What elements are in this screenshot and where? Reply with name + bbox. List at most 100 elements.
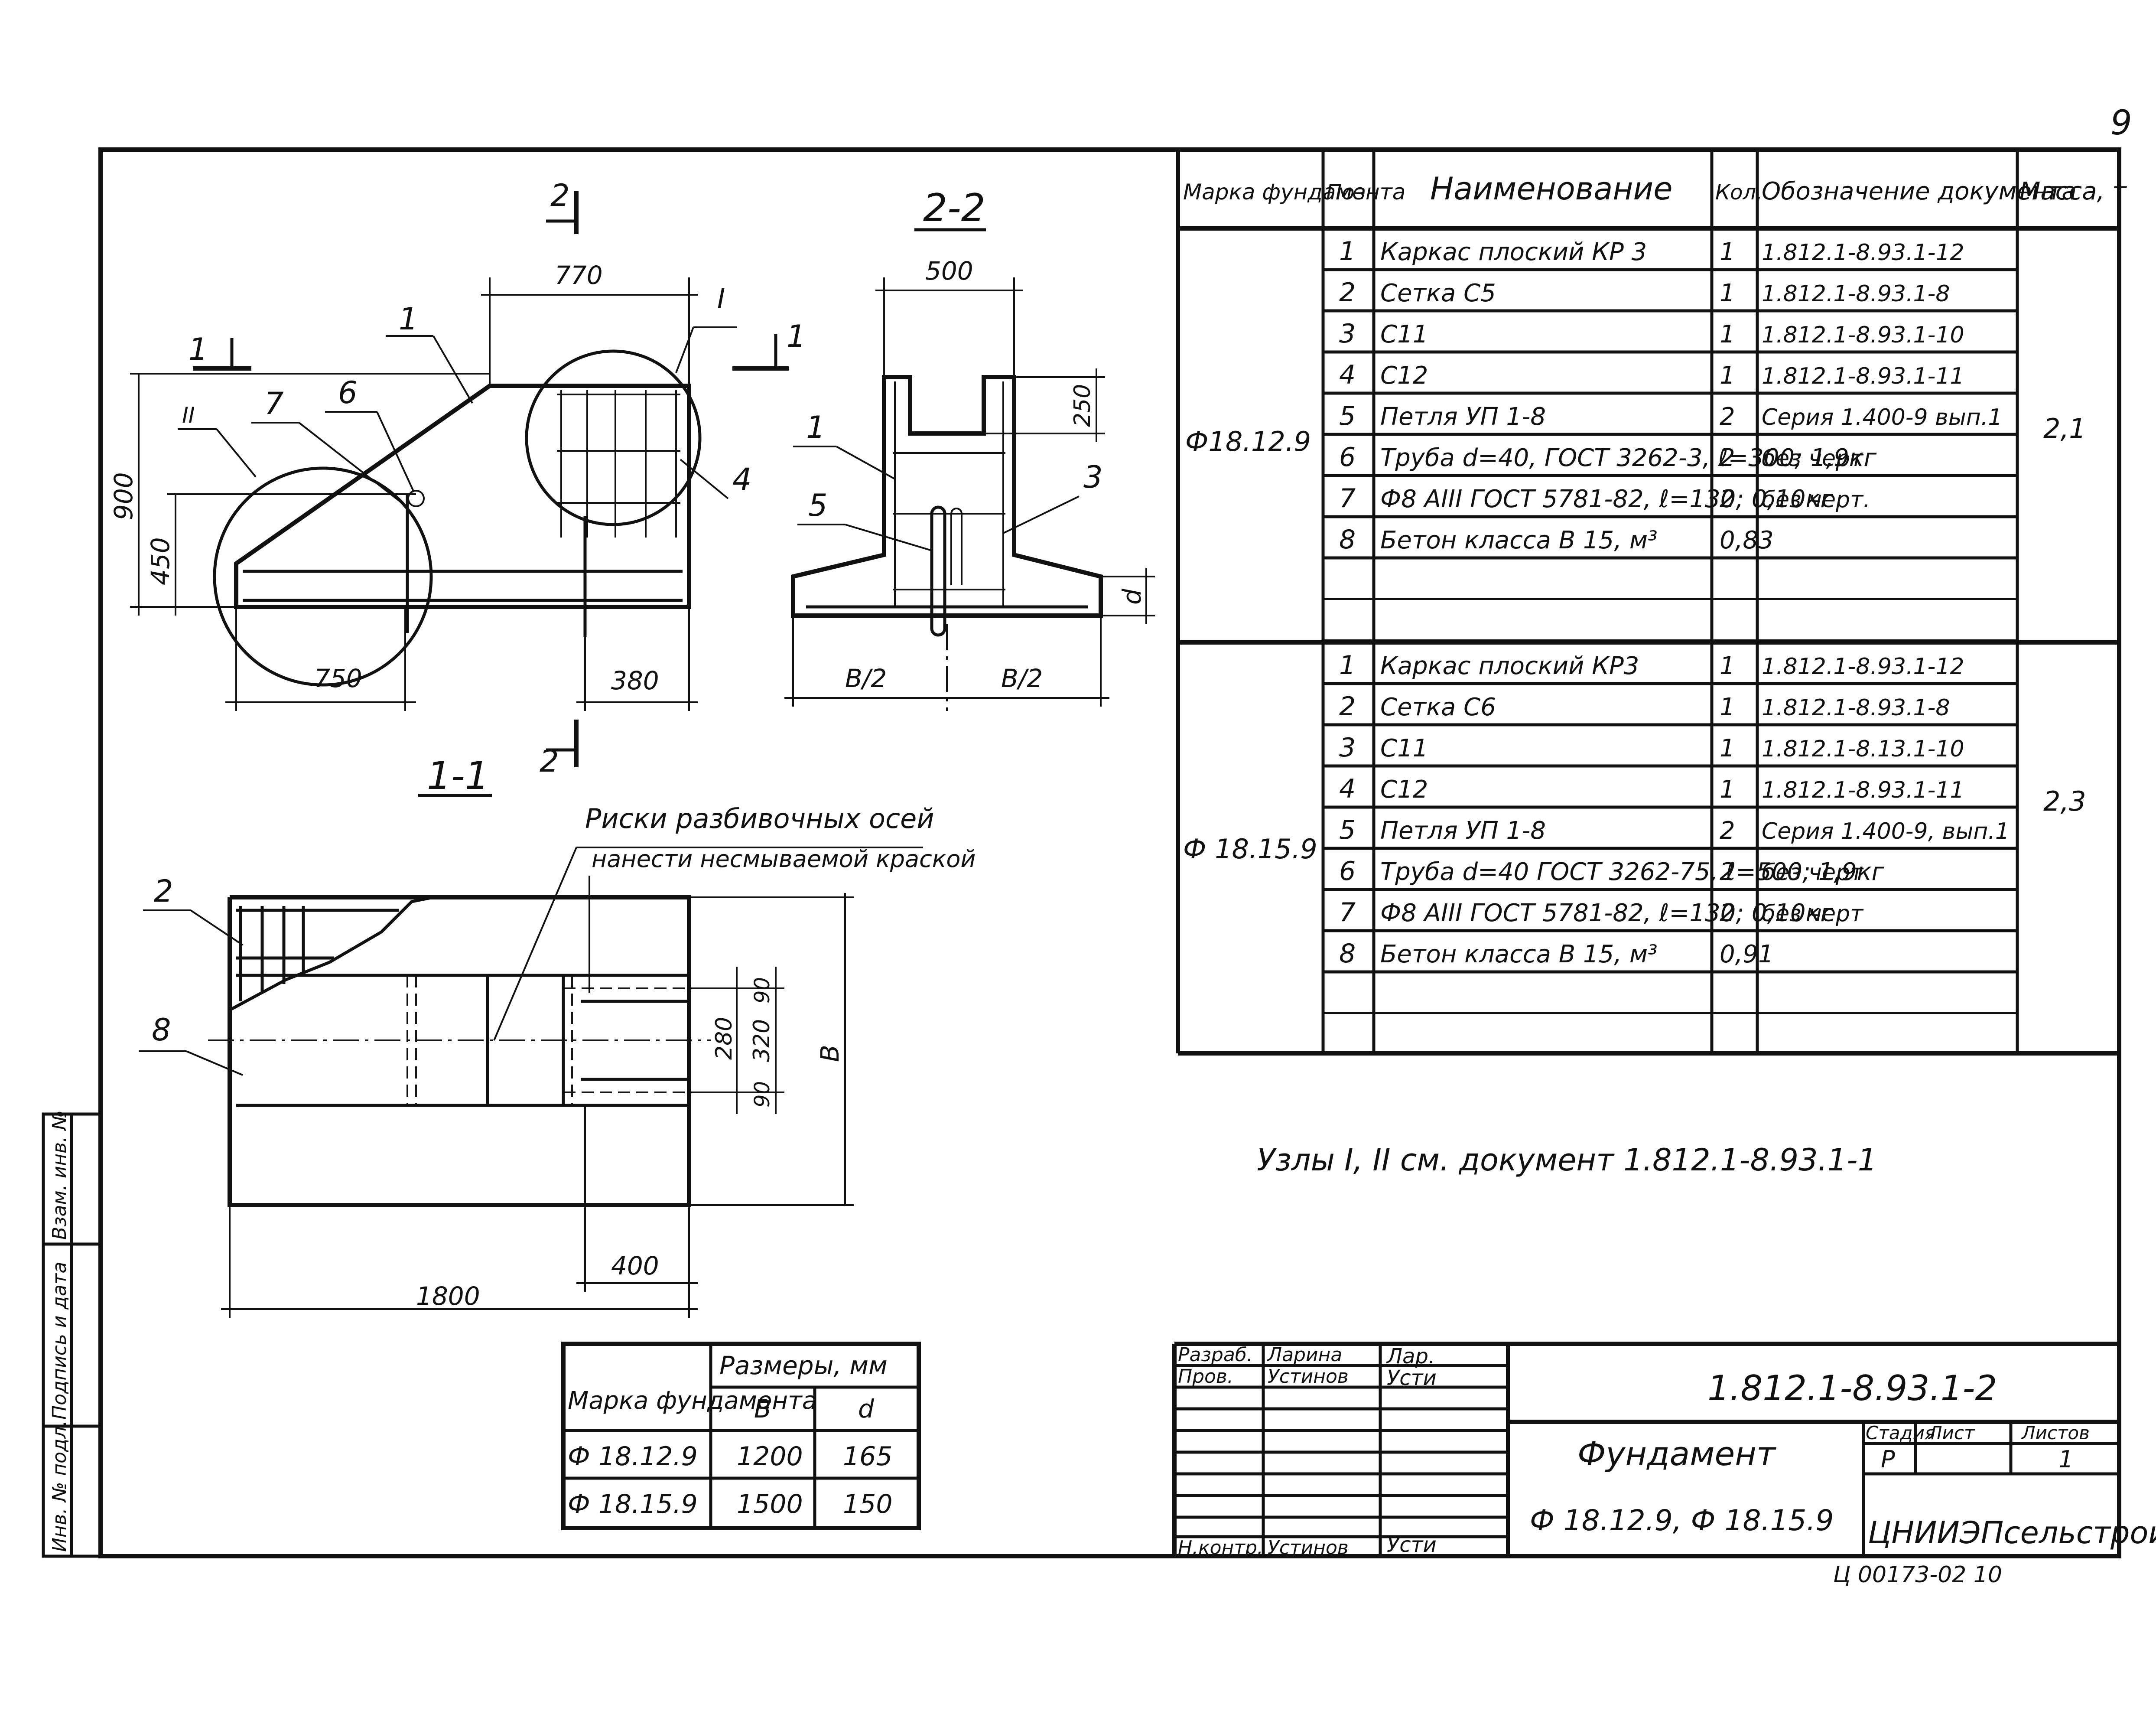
spec-qty: 2 — [1720, 403, 1735, 431]
dim-400: 400 — [611, 1251, 659, 1281]
sign-3: Усти — [1387, 1533, 1437, 1557]
size-row-1-d: 165 — [843, 1441, 893, 1472]
spec-doc: 1.812.1-8.93.1-12 — [1762, 654, 1964, 680]
drawing-subtitle: Ф 18.12.9, Ф 18.15.9 — [1530, 1504, 1834, 1537]
page-number: 9 — [2110, 104, 2132, 143]
spec-qty: 1 — [1720, 362, 1735, 390]
dim-900: 900 — [109, 472, 138, 520]
spec-header-qty: Кол. — [1715, 180, 1763, 205]
spec-doc: 1.812.1-8.93.1-10 — [1762, 322, 1964, 348]
spec-qty: 0,91 — [1720, 940, 1774, 968]
spec-qty: 0,83 — [1720, 526, 1774, 554]
spec-doc: Серия 1.400-9 вып.1 — [1762, 404, 2002, 430]
size-row-2-b: 1500 — [737, 1489, 803, 1519]
sheet-frame — [98, 147, 2121, 1558]
size-row-2-d: 150 — [843, 1489, 893, 1519]
spec-doc: без черт — [1762, 901, 1864, 927]
spec-header-mass: Масса, т — [2019, 177, 2127, 205]
dim-half-left: B/2 — [845, 664, 887, 693]
section-callout-3: 3 — [1083, 459, 1103, 495]
section-callout-5: 5 — [808, 488, 828, 523]
size-header-sizes: Размеры, мм — [719, 1351, 888, 1380]
spec-qty: 1 — [1720, 652, 1735, 680]
spec-pos: 1 — [1339, 650, 1356, 681]
spec-header-doc: Обозначение документа — [1762, 177, 2077, 205]
node-II-label: II — [182, 403, 195, 428]
spec-header-pos: Поз — [1326, 180, 1366, 205]
name-1: Ларина — [1267, 1344, 1342, 1366]
sign-1: Лар. — [1386, 1344, 1435, 1369]
spec-name: Бетон класса В 15, м³ — [1380, 526, 1658, 554]
spec-name: С12 — [1380, 362, 1428, 390]
spec-qty: 2 — [1720, 444, 1735, 472]
section-callout-1: 1 — [806, 410, 826, 445]
plan-view: 1800 400 B 90 280 320 90 2 8 Риски разби… — [139, 803, 976, 1318]
spec-table: Марка фундамента Поз Наименование Кол. О… — [1176, 150, 2127, 1056]
spec-name: Ф8 АIII ГОСТ 5781-82, ℓ=130; 0,10кг — [1380, 899, 1833, 927]
spec-doc: без черт — [1762, 860, 1864, 886]
dim-half-right: B/2 — [1001, 664, 1043, 693]
section-2-2-label: 2-2 — [923, 186, 985, 230]
plan-callout-2: 2 — [154, 873, 173, 909]
nodes-note: Узлы I, II см. документ 1.812.1-8.93.1-1 — [1257, 1142, 1877, 1178]
cut-marker-1-right: 1 — [787, 319, 806, 354]
spec-qty: 2 — [1720, 899, 1735, 927]
spec-name: Сетка С6 — [1380, 693, 1496, 721]
plan-callout-8: 8 — [152, 1012, 171, 1048]
dim-1800: 1800 — [416, 1281, 480, 1311]
stage-label: Стадия — [1866, 1422, 1935, 1444]
cut-marker-2-bottom: 2 — [540, 743, 559, 779]
spec-name: С12 — [1380, 776, 1428, 804]
spec-name: Петля УП 1-8 — [1380, 403, 1546, 431]
dim-250: 250 — [1070, 384, 1096, 427]
footer-code: Ц 00173-02 10 — [1833, 1562, 2002, 1588]
spec-qty: 2 — [1720, 485, 1735, 513]
spec-doc: 1.812.1-8.93.1-12 — [1762, 240, 1964, 266]
spec-name: Каркас плоский КР 3 — [1380, 238, 1647, 266]
spec-doc: 1.812.1-8.93.1-11 — [1762, 363, 1964, 389]
spec-name: С11 — [1380, 320, 1428, 349]
size-col-b: В — [754, 1394, 771, 1424]
spec-pos: 5 — [1339, 815, 1356, 845]
role-1: Разраб. — [1178, 1344, 1253, 1366]
dim-450: 450 — [146, 537, 175, 585]
spec-qty: 1 — [1720, 734, 1735, 762]
spec-pos: 8 — [1339, 525, 1356, 555]
dim-750: 750 — [314, 664, 362, 693]
drawing-title: Фундамент — [1577, 1434, 1777, 1473]
spec-pos: 1 — [1339, 236, 1356, 267]
spec-pos: 2 — [1339, 691, 1356, 722]
sheets-label: Листов — [2021, 1422, 2090, 1444]
dim-d: d — [1117, 588, 1147, 605]
spec-name: Труба d=40 ГОСТ 3262-75, ℓ=500; 1,9кг — [1380, 858, 1885, 886]
plan-note-line1: Риски разбивочных осей — [585, 803, 934, 834]
dim-500: 500 — [925, 256, 973, 286]
spec-qty: 2 — [1720, 858, 1735, 886]
node-I-circle — [525, 349, 702, 526]
node-I-label: I — [717, 283, 725, 314]
spec-header-name: Наименование — [1430, 170, 1673, 207]
name-2: Устинов — [1268, 1365, 1349, 1388]
organization: ЦНИИЭПсельстрой — [1868, 1515, 2156, 1551]
sheets-value: 1 — [2058, 1446, 2073, 1473]
dim-280: 280 — [711, 1017, 737, 1060]
title-block: Разраб. Ларина Лар. Пров. Устинов Усти Н… — [1172, 1342, 2156, 1559]
section-2-2-view: 2-2 500 250 d B/2 B/2 — [784, 186, 1155, 711]
spec-name: Каркас плоский КР3 — [1380, 652, 1639, 680]
spec-pos: 6 — [1339, 856, 1356, 886]
spec-pos: 8 — [1339, 938, 1356, 969]
spec-pos: 7 — [1339, 897, 1356, 928]
doc-code: 1.812.1-8.93.1-2 — [1707, 1368, 1997, 1408]
spec-pos: 3 — [1339, 319, 1356, 349]
spec-doc: 1.812.1-8.13.1-10 — [1762, 736, 1964, 762]
size-table: Марка фундамента Размеры, мм В d Ф 18.12… — [561, 1342, 921, 1530]
dim-B: B — [815, 1045, 845, 1062]
side-callout-1: 1 — [399, 301, 418, 337]
spec-pos: 5 — [1339, 401, 1356, 431]
spec-doc: без черт. — [1762, 487, 1870, 513]
cut-marker-1-left: 1 — [189, 332, 208, 367]
side-callout-4: 4 — [732, 462, 752, 497]
role-3: Н.контр. — [1178, 1537, 1263, 1559]
node-II-circle — [213, 466, 433, 687]
dim-320: 320 — [749, 1019, 775, 1062]
